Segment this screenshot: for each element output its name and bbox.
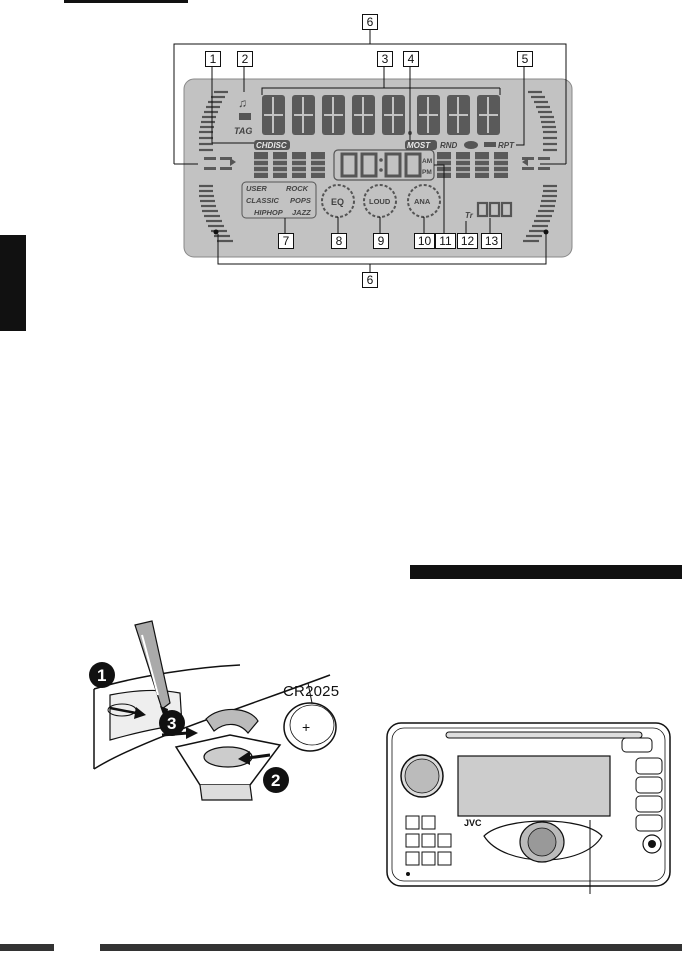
callout-3: 3 [377,51,393,67]
footer-rule-right [100,944,682,951]
step-1-marker: 1 [97,666,106,685]
battery-type-label: CR2025 [283,683,340,700]
sound-mode-jazz: JAZZ [292,208,311,217]
callout-7: 7 [278,233,294,249]
callout-6-top: 6 [362,14,378,30]
most-indicator: MOST [407,141,431,150]
callout-8: 8 [331,233,347,249]
callout-5: 5 [517,51,533,67]
track-digits [476,201,513,218]
callout-10: 10 [414,233,435,249]
head-unit-illustration: JVC [386,722,671,894]
eq-indicator: EQ [331,197,344,207]
ana-indicator: ANA [414,197,431,206]
section-heading-bar [410,565,682,579]
callout-1: 1 [205,51,221,67]
level-meter-right [523,90,557,243]
chdisc-indicator: CHDISC [256,141,287,150]
callout-12: 12 [457,233,478,249]
level-meter-left [199,90,233,243]
footer-rule-left [0,944,54,951]
am-indicator: AM [422,158,432,165]
callout-11: 11 [435,233,456,249]
callout-4: 4 [403,51,419,67]
step-3-marker: 3 [167,714,176,733]
sound-mode-hiphop: HIPHOP [254,208,284,217]
track-indicator: Tr [465,211,474,220]
battery-replacement-illustration: + 1 3 2 [89,620,337,801]
callout-13: 13 [481,233,502,249]
language-side-tab [0,235,26,331]
tag-indicator: TAG [234,126,252,136]
step-2-marker: 2 [271,771,280,790]
svg-text:+: + [302,719,310,735]
display-window-diagram: ♫ TAG CHDISC MOST RND RPT AM PM USER ROC… [173,28,573,272]
music-note-icon: ♫ [238,96,247,110]
sound-mode-rock: ROCK [286,184,309,193]
callout-leaders [173,28,567,272]
top-rule [64,0,188,3]
sound-mode-user: USER [246,184,267,193]
rpt-indicator: RPT [498,141,515,150]
callout-9: 9 [373,233,389,249]
pm-indicator: PM [422,169,432,176]
sound-mode-classic: CLASSIC [246,196,280,205]
loud-indicator: LOUD [369,197,391,206]
clock-digits [340,152,422,178]
folder-icon [239,113,251,120]
svg-text:♫: ♫ [238,96,247,110]
sound-mode-pops: POPS [290,196,311,205]
callout-6-bottom: 6 [362,272,378,288]
jvc-logo: JVC [464,818,482,828]
rnd-indicator: RND [440,141,458,150]
callout-2: 2 [237,51,253,67]
